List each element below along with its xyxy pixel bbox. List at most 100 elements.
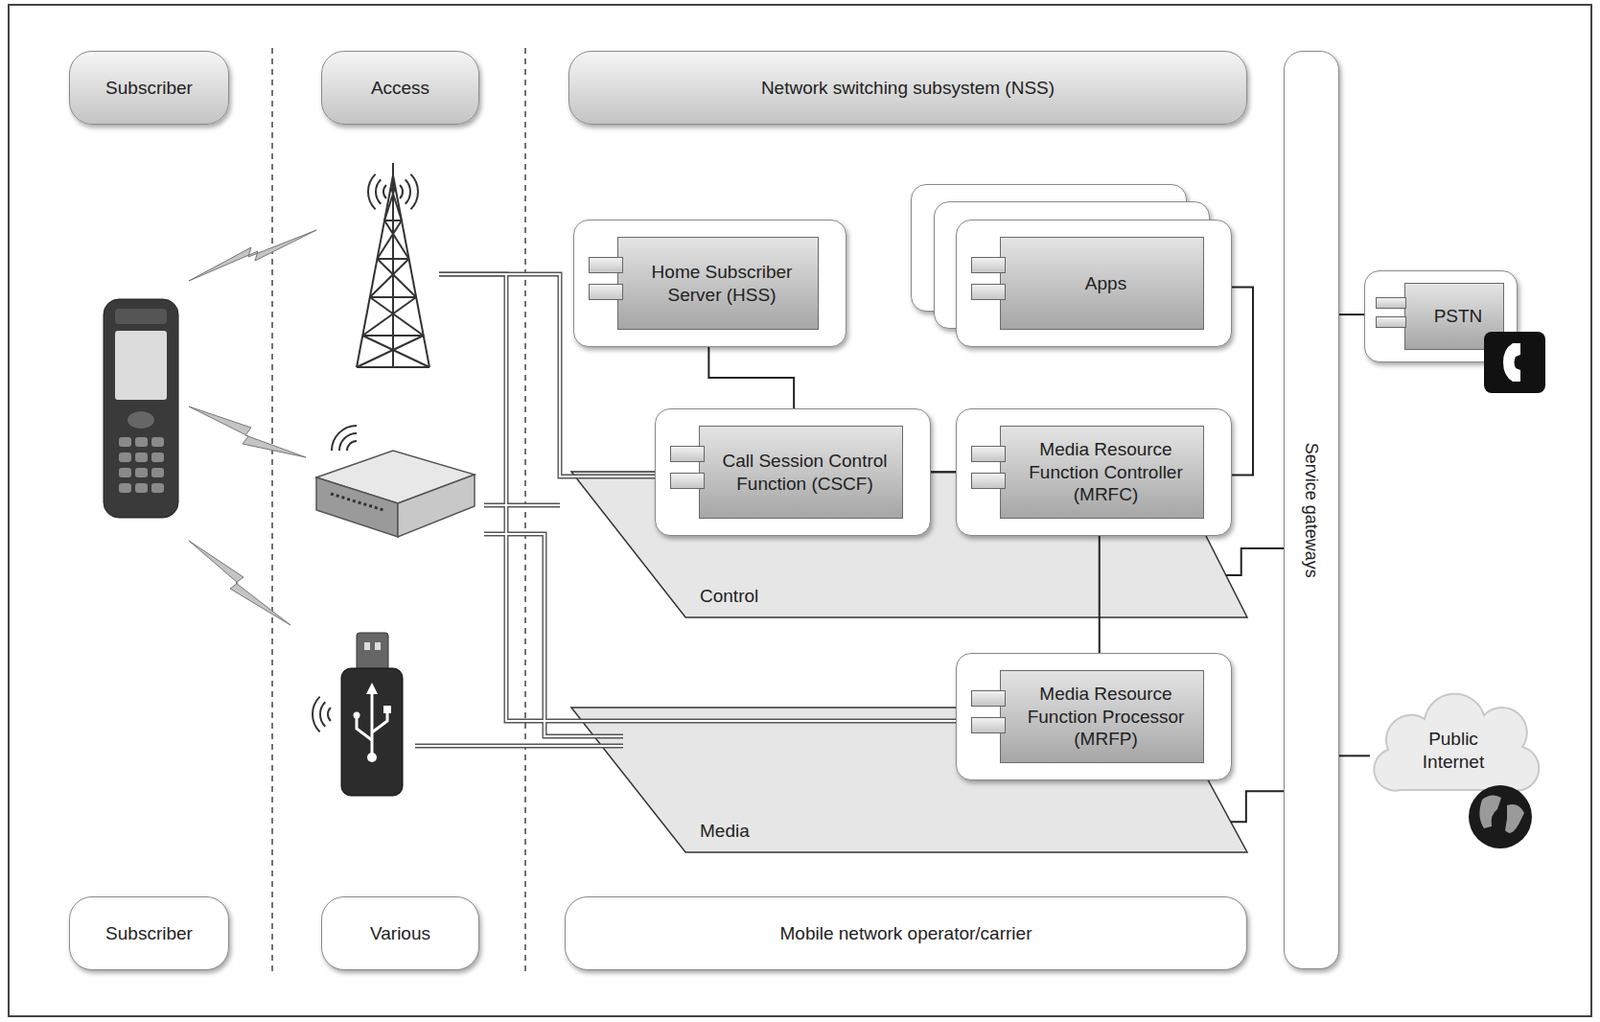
radio-waves <box>368 174 376 210</box>
antenna-tower <box>356 366 430 369</box>
usb-modem <box>356 632 389 672</box>
radio-waves <box>327 707 331 721</box>
handset-icon <box>118 437 132 447</box>
layer-header: Subscriber <box>69 50 230 125</box>
handset-icon <box>135 452 148 463</box>
radio-waves <box>410 174 418 210</box>
connector-line <box>1339 313 1365 316</box>
component-body: Media Resource Function Processor (MRFP) <box>999 670 1205 764</box>
usb-modem <box>341 632 403 796</box>
layer-footer: Various <box>321 896 480 971</box>
connector-line <box>930 471 956 474</box>
node-label: Service gateways <box>1300 441 1323 578</box>
layer-header: Access <box>321 50 480 125</box>
radio-link <box>188 230 317 626</box>
router-box <box>316 477 398 537</box>
usb-modem <box>371 711 388 733</box>
phone-icon <box>1484 331 1546 394</box>
component-body: Media Resource Function Controller (MRFC… <box>999 425 1205 519</box>
node-label: Public Internet <box>1405 727 1502 774</box>
antenna-tower <box>376 220 401 259</box>
antenna-tower <box>376 257 409 260</box>
radio-waves <box>312 696 321 733</box>
access-wire <box>484 533 624 737</box>
component-stack: Apps <box>955 219 1232 348</box>
component-body: Home Subscriber Server (HSS) <box>617 236 819 330</box>
access-wire <box>484 504 560 507</box>
handset-icon <box>151 437 164 447</box>
connector-line <box>708 347 794 409</box>
usb-modem <box>364 642 371 650</box>
usb-modem <box>366 682 378 695</box>
plane-label: Control <box>699 584 759 608</box>
antenna-tower <box>384 219 402 222</box>
radio-waves <box>405 179 411 204</box>
component-body: Apps <box>999 236 1205 330</box>
node-label: Access <box>371 76 430 100</box>
usb-modem <box>383 705 392 714</box>
node-label: Network switching subsystem (NSS) <box>761 76 1055 100</box>
component-tab <box>971 445 1006 463</box>
handset-icon <box>118 452 132 463</box>
cloud-outline <box>1367 694 1540 807</box>
plane-label: Media <box>699 819 750 843</box>
component-tab <box>971 717 1006 734</box>
divider-line <box>524 47 527 974</box>
cloud-label-box: Public Internet <box>1367 694 1540 807</box>
antenna-tower <box>362 335 430 368</box>
component-tab <box>1375 316 1407 328</box>
component-tab <box>588 256 624 274</box>
access-wire <box>484 503 560 509</box>
component-tab <box>1375 297 1407 309</box>
radio-waves <box>347 440 357 451</box>
radio-waves <box>383 185 387 199</box>
component-tab <box>588 283 624 301</box>
radio-link <box>188 406 306 458</box>
antenna-tower <box>362 334 423 337</box>
handset-icon <box>151 452 164 463</box>
connector-line <box>1098 535 1101 653</box>
component-tab <box>670 472 705 489</box>
divider-line <box>272 47 526 974</box>
connector-line <box>1226 548 1284 576</box>
layer-footer: Subscriber <box>69 896 230 971</box>
antenna-tower <box>376 258 417 298</box>
node-label: Subscriber <box>105 76 193 100</box>
usb-modem <box>371 692 374 754</box>
antenna-tower <box>391 186 402 221</box>
router-box <box>330 493 384 511</box>
radio-link <box>188 540 291 626</box>
connector-line <box>1230 790 1284 822</box>
connector-line <box>1339 754 1370 757</box>
node-label: Apps <box>1085 272 1127 296</box>
handset-icon <box>118 437 164 493</box>
usb-modem <box>374 642 381 650</box>
node-label: Media Resource Function Processor (MRFP) <box>1016 682 1196 751</box>
usb-modem <box>356 717 372 741</box>
handset-icon <box>151 467 164 478</box>
antenna-tower <box>356 335 424 368</box>
radio-link <box>188 230 317 281</box>
router-box <box>397 474 475 537</box>
outer-frame <box>8 4 1592 1017</box>
node-label: Call Session Control Function (CSCF) <box>715 449 895 496</box>
handset-icon <box>135 437 148 447</box>
layer-header: Network switching subsystem (NSS) <box>568 50 1248 125</box>
component-tab <box>971 256 1006 274</box>
handset-icon <box>115 308 167 325</box>
gateway-band: Service gateways <box>1283 50 1340 970</box>
antenna-tower <box>370 296 417 299</box>
node-label: Mobile network operator/carrier <box>780 922 1033 946</box>
radio-waves <box>331 425 357 451</box>
antenna-tower <box>356 162 430 368</box>
node-label: Subscriber <box>105 922 193 946</box>
component-box: Media Resource Function Controller (MRFC… <box>955 408 1232 536</box>
handset-icon <box>103 299 179 518</box>
usb-modem <box>367 752 377 763</box>
handset-icon <box>127 411 155 429</box>
node-label: PSTN <box>1434 304 1484 328</box>
usb-modem <box>341 668 403 796</box>
handset-icon <box>118 467 132 478</box>
handset-icon <box>103 299 179 518</box>
